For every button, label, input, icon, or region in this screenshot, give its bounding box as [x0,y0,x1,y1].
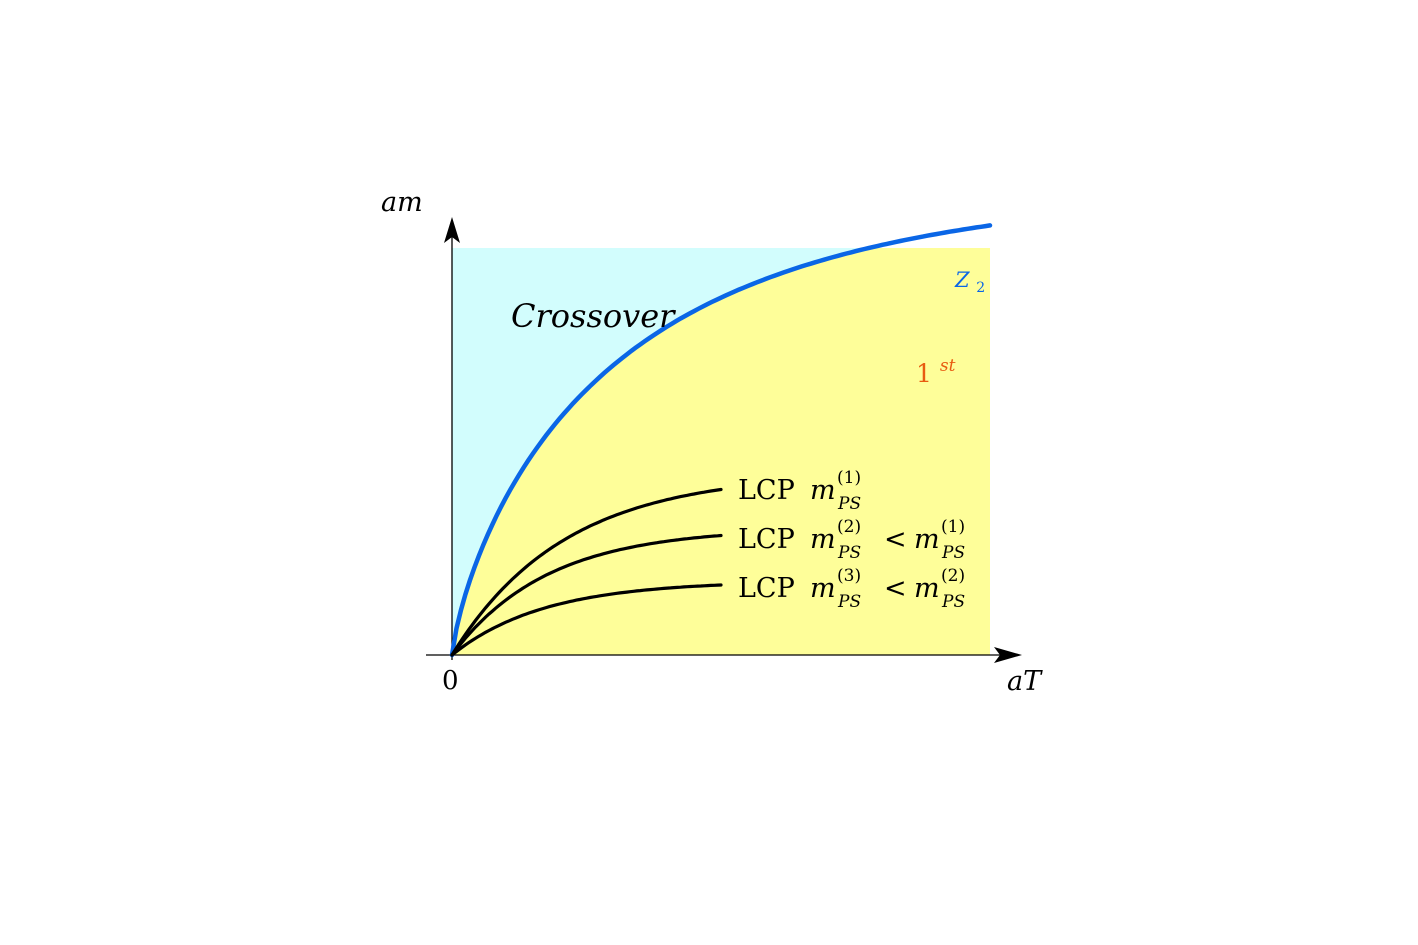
z2-label: Z 2 [954,268,985,296]
first-order-region [452,248,990,655]
lcp-curve-2 [450,533,723,657]
lcp-label-2-rhs-base: m [914,524,940,555]
lcp-label-3-lhs-base: m [810,573,836,604]
lcp-label-1-lhs-sub: PS [837,494,861,514]
lcp-label-3-rhs-sub: PS [941,592,965,612]
y-axis-label: am [381,187,423,218]
x-axis-arrowhead [994,647,1022,663]
lcp-label-2-rhs-sub: PS [941,543,965,563]
z2-critical-line [449,223,993,658]
first-order-label-base: 1 [916,359,932,388]
z2-label-base: Z [954,268,970,292]
lcp-label-1-prefix: LCP [738,475,795,506]
origin-label: 0 [442,666,459,696]
lcp-label-3-rhs-base: m [914,573,940,604]
lcp-label-2-rhs-sup: (1) [941,517,965,537]
y-axis-arrowhead [444,217,460,243]
crossover-label: Crossover [511,297,676,335]
lcp-label-3-prefix: LCP [738,573,795,604]
lcp-label-3-lhs-sup: (3) [837,566,861,586]
lcp-label-3-rhs-sup: (2) [941,566,965,586]
lcp-label-2: LCP m (2) PS < m (1) PS [738,517,965,563]
lcp-label-1-lhs-sup: (1) [837,468,861,488]
lcp-label-2-prefix: LCP [738,524,795,555]
lcp-label-3: LCP m (3) PS < m (2) PS [738,566,965,612]
lcp-curve-1 [450,487,723,657]
lcp-curve-3 [450,583,723,657]
lcp-label-2-lhs-sup: (2) [837,517,861,537]
lcp-label-2-lhs-base: m [810,524,836,555]
lcp-label-2-lhs-sub: PS [837,543,861,563]
first-order-label-sup: st [940,356,956,376]
lcp-label-3-relation: < [884,573,907,604]
lcp-label-1-lhs-base: m [810,475,836,506]
x-axis-label: aT [1007,666,1043,697]
first-order-label: 1 st [916,356,956,388]
z2-label-sub: 2 [976,280,985,296]
lcp-label-1: LCP m (1) PS [738,468,861,514]
lcp-label-3-lhs-sub: PS [837,592,861,612]
lcp-label-2-relation: < [884,524,907,555]
